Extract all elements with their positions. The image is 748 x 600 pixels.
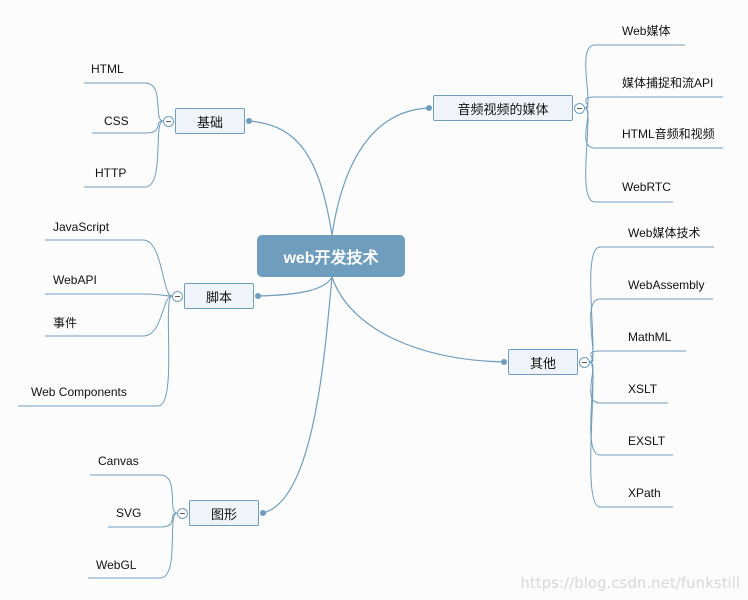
anchor-dot-scripting [255, 293, 261, 299]
collapse-toggle-scripting[interactable] [172, 291, 183, 302]
connector-root-scripting [257, 276, 333, 297]
leaf-webapi[interactable]: WebAPI [53, 273, 97, 287]
anchor-dot-media [426, 105, 432, 111]
collapse-toggle-other[interactable] [579, 357, 590, 368]
watermark: https://blog.csdn.net/funkstill [520, 574, 740, 592]
connector-canvas-curve [159, 474, 178, 514]
leaf-web-media-tech[interactable]: Web媒体技术 [628, 226, 701, 240]
connector-webassembly-curve [589, 298, 601, 363]
leaf-html-audio-video[interactable]: HTML音频和视频 [622, 127, 715, 141]
branch-node-media[interactable]: 音频视频的媒体 [433, 95, 573, 121]
connector-html-curve [144, 82, 164, 122]
leaf-javascript[interactable]: JavaScript [53, 220, 110, 234]
leaf-events[interactable]: 事件 [53, 316, 78, 330]
branch-node-scripting[interactable]: 脚本 [184, 283, 254, 309]
connector-mathml-curve [589, 350, 601, 363]
connector-events-curve [142, 295, 173, 337]
connector-webrtc-curve [584, 107, 596, 203]
leaf-html[interactable]: HTML [91, 62, 124, 76]
leaf-xslt[interactable]: XSLT [628, 382, 658, 396]
connector-media-capture-curve [584, 96, 596, 109]
branch-node-basics[interactable]: 基础 [175, 108, 245, 134]
leaf-css[interactable]: CSS [104, 114, 129, 128]
connector-javascript-curve [142, 239, 173, 297]
leaf-canvas[interactable]: Canvas [98, 454, 139, 468]
connector-web-media-tech-curve [589, 246, 601, 363]
connector-webapi-curve [142, 293, 173, 297]
leaf-webgl[interactable]: WebGL [96, 558, 137, 572]
leaf-web-components[interactable]: Web Components [31, 385, 127, 399]
collapse-toggle-basics[interactable] [163, 116, 174, 127]
leaf-webassembly[interactable]: WebAssembly [628, 278, 705, 292]
connector-root-media [331, 107, 430, 236]
connector-html-audio-video-curve [584, 107, 596, 149]
leaf-exslt[interactable]: EXSLT [628, 434, 666, 448]
connector-root-other [331, 276, 505, 363]
connector-http-curve [144, 120, 164, 188]
connector-webgl-curve [159, 512, 178, 579]
branch-node-other[interactable]: 其他 [508, 349, 578, 375]
anchor-dot-other [501, 359, 507, 365]
connector-root-graphics [262, 276, 333, 514]
leaf-web-media[interactable]: Web媒体 [622, 24, 671, 38]
collapse-toggle-media[interactable] [574, 103, 585, 114]
anchor-dot-basics [246, 118, 252, 124]
leaf-media-capture-streams[interactable]: 媒体捕捉和流API [622, 76, 714, 90]
leaf-mathml[interactable]: MathML [628, 330, 672, 344]
anchor-dot-graphics [260, 510, 266, 516]
connector-web-media-curve [584, 44, 596, 109]
leaf-xpath[interactable]: XPath [628, 486, 661, 500]
connector-xpath-curve [589, 361, 601, 508]
root-node[interactable]: web开发技术 [257, 235, 405, 277]
connector-web-components-curve [157, 295, 173, 407]
leaf-http[interactable]: HTTP [95, 166, 127, 180]
collapse-toggle-graphics[interactable] [177, 508, 188, 519]
branch-node-graphics[interactable]: 图形 [189, 500, 259, 526]
connector-root-basics [248, 120, 333, 236]
leaf-svg[interactable]: SVG [116, 506, 142, 520]
leaf-webrtc[interactable]: WebRTC [622, 180, 671, 194]
